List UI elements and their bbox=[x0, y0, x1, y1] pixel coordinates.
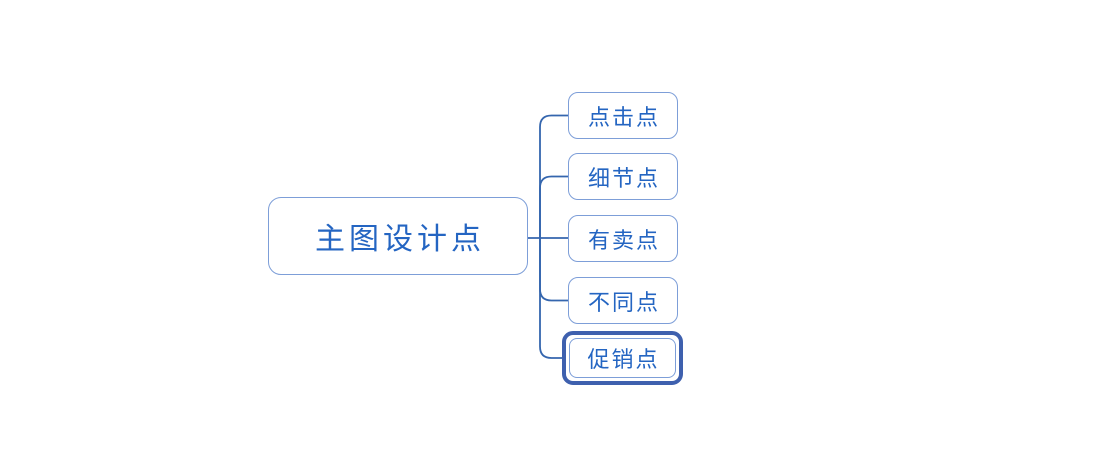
child-topic-difference-point[interactable]: 不同点 bbox=[568, 277, 678, 324]
child-topic-label: 不同点 bbox=[587, 289, 660, 315]
selection-outline: 促销点 bbox=[562, 331, 683, 385]
root-topic-label: 主图设计点 bbox=[315, 223, 485, 256]
child-topic-label: 点击点 bbox=[587, 104, 660, 130]
child-topic-label: 细节点 bbox=[587, 165, 660, 191]
child-topic-label: 促销点 bbox=[587, 347, 660, 372]
child-topic-label: 有卖点 bbox=[587, 227, 660, 253]
child-topic-promotion-point-selected[interactable]: 促销点 bbox=[569, 338, 676, 378]
child-topic-click-point[interactable]: 点击点 bbox=[568, 92, 678, 139]
root-topic[interactable]: 主图设计点 bbox=[268, 197, 528, 275]
child-topic-detail-point[interactable]: 细节点 bbox=[568, 153, 678, 200]
child-topic-selling-point[interactable]: 有卖点 bbox=[568, 215, 678, 262]
